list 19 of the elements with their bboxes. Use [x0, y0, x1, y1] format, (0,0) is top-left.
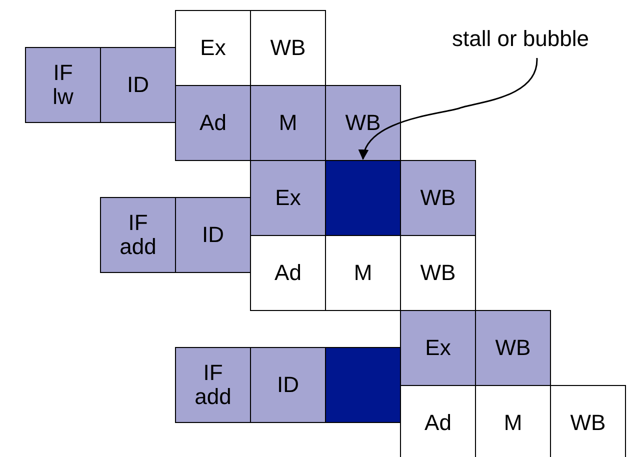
stage-cell: WB: [475, 310, 551, 386]
stage-cell: ID: [250, 347, 326, 423]
stall-box: [325, 160, 401, 236]
stage-cell: Ex: [250, 160, 326, 236]
stage-cell: IF lw: [25, 47, 101, 123]
stage-cell: WB: [250, 10, 326, 86]
stage-cell: Ex: [400, 310, 476, 386]
stage-cell: IF add: [100, 197, 176, 273]
stage-cell: Ad: [175, 85, 251, 161]
stall-box: [325, 347, 401, 423]
callout-label: stall or bubble: [452, 26, 589, 52]
stage-cell: M: [250, 85, 326, 161]
stage-cell: WB: [400, 160, 476, 236]
stage-cell: WB: [550, 385, 626, 457]
stage-cell: IF add: [175, 347, 251, 423]
stage-cell: ID: [100, 47, 176, 123]
stage-cell: WB: [325, 85, 401, 161]
leader-arrow: [360, 58, 538, 160]
stage-cell: ID: [175, 197, 251, 273]
